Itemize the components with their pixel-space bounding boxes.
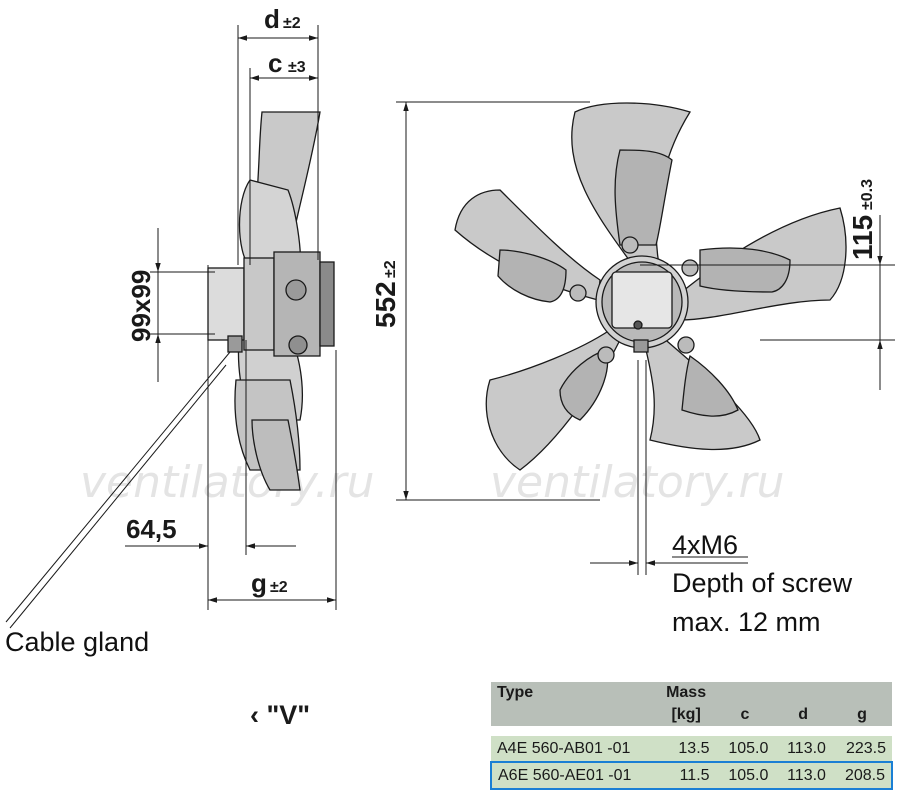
row-g: 208.5 xyxy=(831,761,894,790)
watermark-left: ventilatory.ru xyxy=(80,457,375,508)
dim-diameter-label: 552 xyxy=(370,281,401,328)
dim-diameter-tolerance: ±2 xyxy=(382,260,399,278)
dim-pcd-label: 115 xyxy=(847,215,878,260)
cable-gland-label: Cable gland xyxy=(5,627,150,657)
screw-callout-size: 4xM6 xyxy=(672,530,739,560)
dim-c-tolerance: ±3 xyxy=(288,59,306,76)
screw-callout-max: max. 12 mm xyxy=(672,607,821,637)
dim-d-label: d xyxy=(264,4,280,34)
header-mass: Mass xyxy=(656,682,716,704)
side-view xyxy=(207,111,335,491)
row-d: 113.0 xyxy=(774,761,832,790)
spec-table: Type Mass [kg] c d g A4E 560-AB01 -01 13… xyxy=(490,682,894,790)
header-type: Type xyxy=(491,682,657,704)
front-view-dimensions xyxy=(396,101,895,575)
table-row[interactable]: A4E 560-AB01 -01 13.5 105.0 113.0 223.5 xyxy=(491,735,892,762)
row-type: A6E 560-AE01 -01 xyxy=(490,761,657,790)
front-view xyxy=(454,102,847,471)
screw-callout-depth: Depth of screw xyxy=(672,568,853,598)
row-type: A4E 560-AB01 -01 xyxy=(491,735,657,762)
row-mass: 13.5 xyxy=(656,735,716,762)
dim-offset-label: 64,5 xyxy=(126,514,177,544)
header-d: d xyxy=(774,704,832,726)
header-g: g xyxy=(831,704,892,726)
table-subheader-row: [kg] c d g xyxy=(491,704,892,726)
row-d: 113.0 xyxy=(774,735,832,762)
dim-pcd-tolerance: ±0.3 xyxy=(859,179,876,210)
table-row-selected[interactable]: A6E 560-AE01 -01 11.5 105.0 113.0 208.5 xyxy=(490,761,894,790)
header-c: c xyxy=(715,704,775,726)
row-g: 223.5 xyxy=(831,735,892,762)
dim-d-tolerance: ±2 xyxy=(283,15,301,32)
dim-c-label: c xyxy=(268,48,282,78)
row-c: 105.0 xyxy=(715,735,775,762)
dim-g-label: g xyxy=(251,568,267,598)
dim-hole-pattern-label: 99x99 xyxy=(126,270,156,342)
row-mass: 11.5 xyxy=(656,761,716,790)
table-header-row: Type Mass xyxy=(491,682,892,704)
row-c: 105.0 xyxy=(715,761,775,790)
dim-g-tolerance: ±2 xyxy=(270,579,288,596)
view-v-label: ‹ "V" xyxy=(250,700,311,730)
header-mass-unit: [kg] xyxy=(656,704,716,726)
side-view-dimensions xyxy=(5,25,337,629)
